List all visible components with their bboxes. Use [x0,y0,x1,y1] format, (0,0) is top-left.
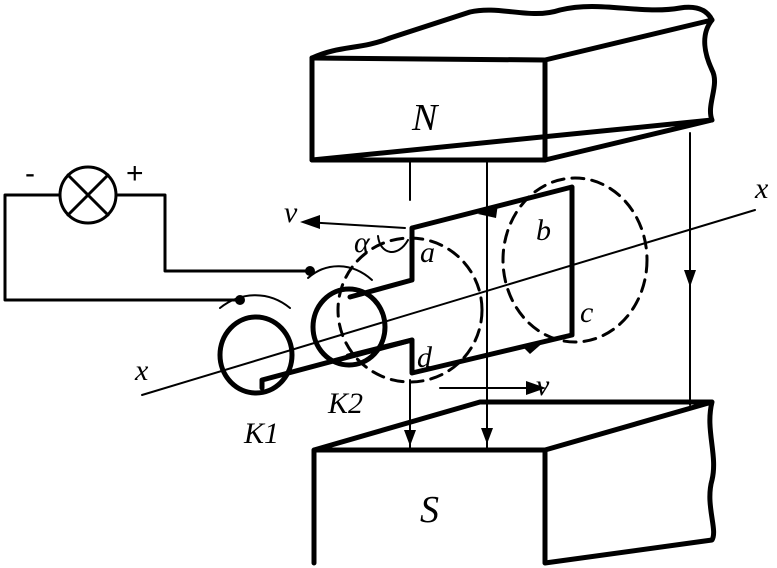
slip-rings [217,265,415,396]
velocity-arrows [300,215,546,395]
south-pole-label: S [420,489,439,531]
corner-a-label: a [420,236,435,269]
wire-negative [3,193,242,302]
south-magnet [311,399,717,566]
minus-sign: - [25,157,35,190]
velocity-right-label: v [536,369,550,402]
axis-left-label: x [134,354,149,387]
velocity-left-line [304,221,406,229]
velocity-right-head [526,381,546,395]
corner-c-label: c [580,296,593,329]
slip-ring-k2 [310,286,388,368]
angle-arc [377,235,409,253]
slip-ring-k1 [217,314,295,396]
field-arrow-3 [684,270,696,287]
k1-lead [259,337,415,391]
field-arrow-1 [404,430,416,446]
current-arrow-bottom [524,340,546,354]
velocity-left-label: v [284,196,298,229]
velocity-left-head [300,215,320,229]
ring-k1-label: K1 [243,417,279,450]
lamp-icon [58,165,118,225]
brush-k1 [219,294,291,309]
axis-right-label: x [754,172,769,205]
corner-b-label: b [536,214,551,247]
current-arrow-top [478,204,498,218]
brush-k2 [307,265,373,281]
external-circuit [3,165,312,302]
rotation-axis [141,209,756,396]
corner-d-label: d [417,341,433,374]
axis-line [141,209,756,396]
north-magnet [309,3,718,163]
south-magnet-body [311,399,717,566]
north-pole-label: N [411,97,440,139]
path-circle-right [501,176,649,344]
wire-positive [114,193,312,273]
plus-sign: + [126,157,144,190]
field-arrow-2 [481,428,493,444]
north-magnet-top-face [309,3,718,163]
north-magnet-front [309,17,715,163]
ring-k2-label: K2 [327,387,363,420]
angle-label: α [354,226,371,259]
lamp-cross-2 [66,173,110,217]
